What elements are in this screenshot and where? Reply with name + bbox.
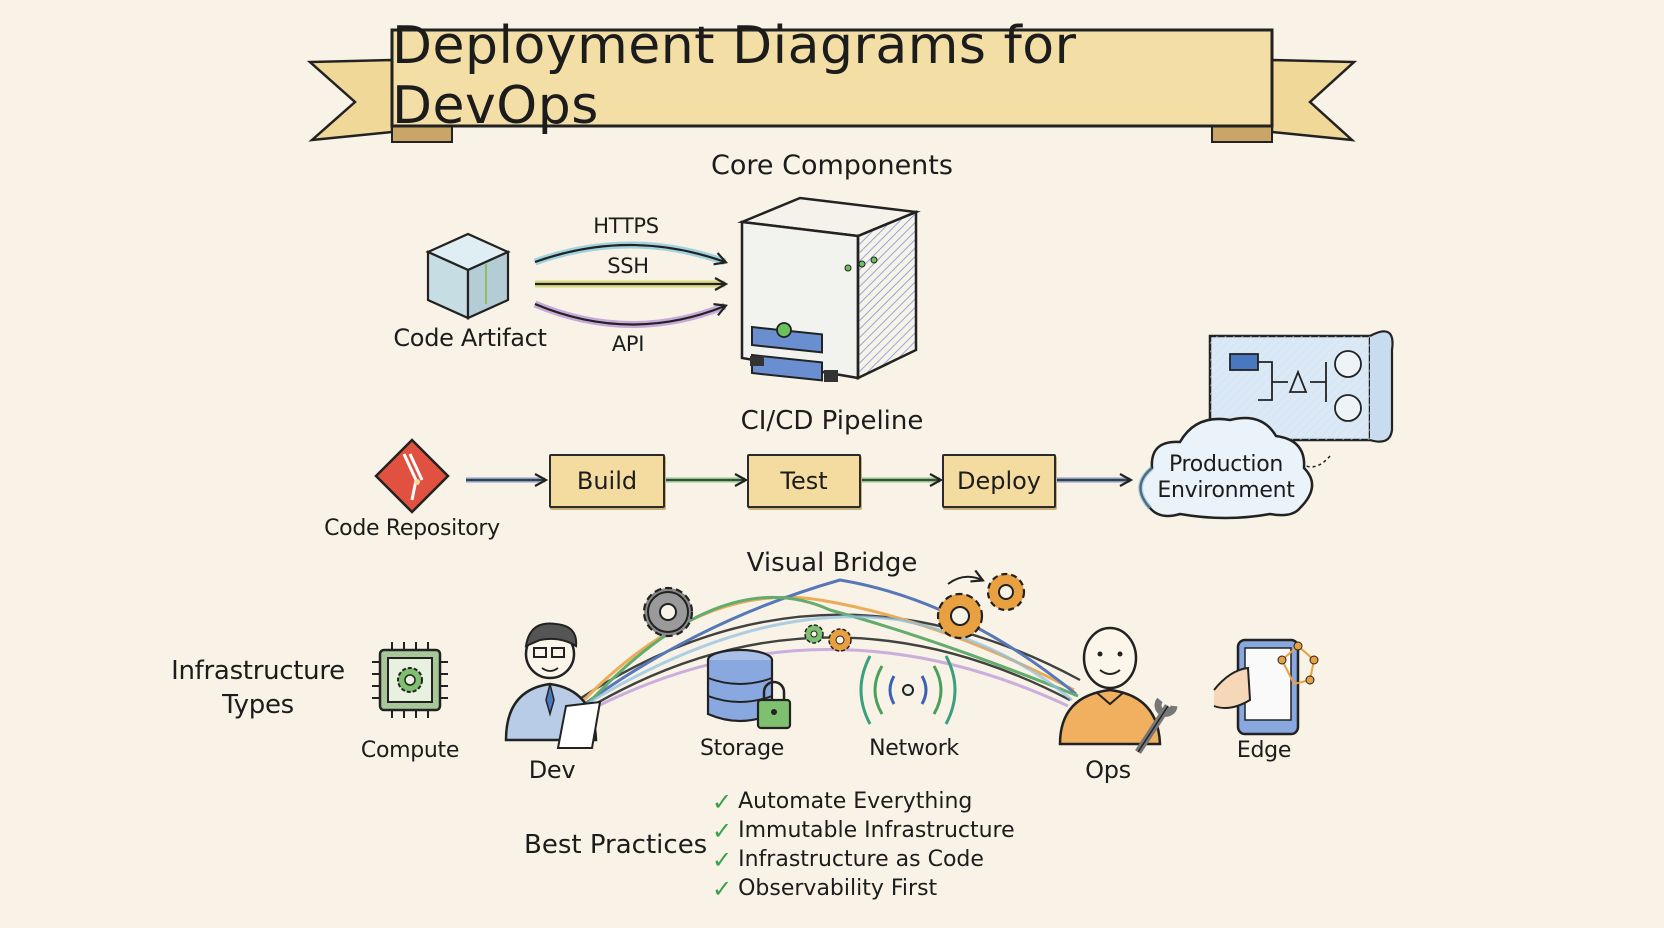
core-components-heading: Core Components [711, 150, 953, 181]
check-icon: ✓ [712, 816, 733, 845]
gear-icon-gray [642, 586, 694, 638]
protocol-arrows [533, 241, 725, 328]
check-icon: ✓ [712, 787, 733, 816]
tablet-icon [1213, 638, 1319, 736]
stage-label: Test [780, 467, 828, 495]
best-practice-item: ✓Observability First [712, 874, 938, 903]
best-practice-item: ✓Immutable Infrastructure [712, 816, 1015, 845]
server-icon [737, 196, 921, 382]
page-title: Deployment Diagrams for DevOps [392, 16, 1077, 136]
title-banner [390, 28, 1274, 128]
code-artifact-label: Code Artifact [393, 324, 547, 352]
infrastructure-heading-line2: Types [222, 690, 294, 720]
production-env-label-line1: Production [1168, 452, 1284, 477]
protocol-label-api: API [611, 332, 645, 356]
best-practice-item: ✓Infrastructure as Code [712, 845, 984, 874]
bridge-strands [577, 578, 1081, 714]
gear-icon-orange-large [936, 592, 984, 640]
best-practices-heading: Best Practices [524, 830, 708, 860]
best-practice-item: ✓Automate Everything [712, 787, 973, 816]
dev-person-icon [504, 622, 602, 749]
infra-type-edge: Edge [1236, 738, 1292, 763]
pipeline-stage-deploy[interactable]: Deploy [942, 454, 1056, 508]
wifi-signal-icon [859, 655, 957, 725]
protocol-label-https: HTTPS [593, 214, 659, 238]
infra-type-network: Network [869, 736, 959, 761]
protocol-label-ssh: SSH [607, 254, 649, 278]
cube-icon [425, 232, 511, 320]
rotation-arrow-icon [947, 577, 982, 585]
gear-icon-small-orange [828, 628, 852, 652]
gear-icon-small-green [804, 624, 824, 644]
visual-bridge-heading: Visual Bridge [746, 548, 918, 578]
check-icon: ✓ [712, 874, 733, 903]
pipeline-heading: CI/CD Pipeline [740, 406, 924, 436]
stage-label: Deploy [956, 467, 1042, 495]
dev-label: Dev [528, 756, 576, 784]
chip-icon [372, 642, 448, 718]
infra-type-storage: Storage [700, 736, 784, 761]
infrastructure-heading-line1: Infrastructure [171, 656, 345, 686]
stage-label: Build [576, 467, 638, 495]
best-practices-list: ✓Automate Everything ✓Immutable Infrastr… [712, 787, 1015, 903]
production-env-label-line2: Environment [1157, 478, 1295, 503]
blueprint-scroll-icon [1208, 330, 1394, 468]
cloud-icon [1139, 416, 1314, 520]
lock-icon [756, 680, 792, 730]
gear-icon-orange-medium [986, 572, 1026, 612]
ops-person-icon [1058, 626, 1178, 754]
pipeline-stage-test[interactable]: Test [747, 454, 861, 508]
check-icon: ✓ [712, 845, 733, 874]
pipeline-stage-build[interactable]: Build [549, 454, 665, 508]
infra-type-compute: Compute [360, 738, 460, 763]
code-repository-label: Code Repository [324, 516, 500, 541]
git-icon [374, 438, 450, 514]
ops-label: Ops [1085, 756, 1131, 784]
